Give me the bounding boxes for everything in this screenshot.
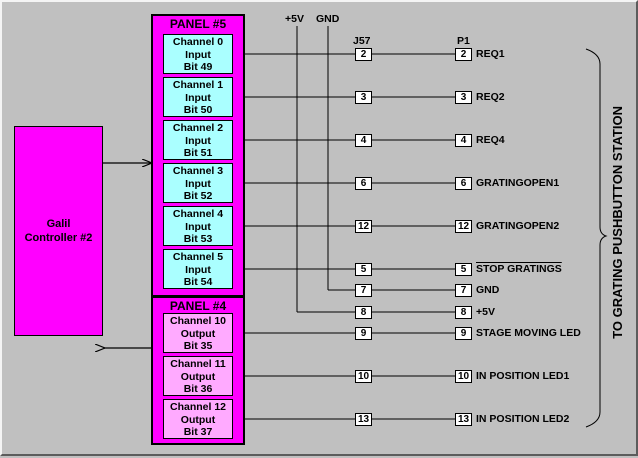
channel-direction: Input	[185, 177, 211, 190]
channel-box: Channel 12 Output Bit 37	[163, 399, 233, 439]
signal-label: REQ2	[476, 91, 505, 103]
signal-label: STOP GRATINGS	[476, 263, 562, 275]
j57-pin: 9	[355, 327, 372, 340]
channel-name: Channel 0	[172, 36, 224, 48]
j57-pin: 5	[355, 263, 372, 276]
channel-name: Channel 10	[169, 315, 227, 327]
p1-pin: 5	[455, 263, 472, 276]
channel-box: Channel 4 Input Bit 53	[163, 206, 233, 246]
channel-direction: Output	[180, 327, 216, 340]
p1-pin: 8	[455, 306, 472, 319]
channel-direction: Input	[185, 220, 211, 233]
j57-pin: 2	[355, 48, 372, 61]
p1-pin: 6	[455, 177, 472, 190]
station-brace	[585, 48, 608, 428]
channel-bit: Bit 35	[183, 340, 213, 352]
panel-4-title: PANEL #4	[169, 299, 227, 313]
j57-pin: 8	[355, 306, 372, 319]
channel-bit: Bit 50	[183, 104, 213, 116]
channel-box: Channel 2 Input Bit 51	[163, 120, 233, 160]
j57-pin: 10	[355, 370, 372, 383]
channel-bit: Bit 51	[183, 147, 213, 159]
j57-pin: 3	[355, 91, 372, 104]
channel-direction: Input	[185, 48, 211, 61]
signal-label: GRATINGOPEN2	[476, 220, 560, 232]
channel-direction: Output	[180, 370, 216, 383]
channel-direction: Input	[185, 134, 211, 147]
channel-box: Channel 11 Output Bit 36	[163, 356, 233, 396]
signal-label: +5V	[476, 306, 495, 318]
p1-pin: 4	[455, 134, 472, 147]
channel-name: Channel 4	[172, 208, 224, 220]
channel-direction: Input	[185, 91, 211, 104]
channel-box: Channel 5 Input Bit 54	[163, 249, 233, 289]
galil-controller: Galil Controller #2	[14, 126, 103, 336]
plus5v-header: +5V	[285, 13, 304, 25]
j57-pin: 6	[355, 177, 372, 190]
p1-header: P1	[457, 35, 470, 47]
signal-label: GND	[476, 284, 500, 296]
channel-bit: Bit 37	[183, 426, 213, 438]
channel-bit: Bit 52	[183, 190, 213, 202]
signal-label: REQ1	[476, 48, 505, 60]
p1-pin: 2	[455, 48, 472, 61]
channel-direction: Output	[180, 413, 216, 426]
channel-bit: Bit 53	[183, 233, 213, 245]
j57-header: J57	[353, 35, 371, 47]
p1-pin: 3	[455, 91, 472, 104]
channel-name: Channel 12	[169, 401, 227, 413]
channel-name: Channel 1	[172, 79, 224, 91]
p1-pin: 13	[455, 413, 472, 426]
controller-line1: Galil	[46, 218, 71, 230]
channel-box: Channel 1 Input Bit 50	[163, 77, 233, 117]
p1-pin: 9	[455, 327, 472, 340]
j57-pin: 4	[355, 134, 372, 147]
station-label-container: TO GRATING PUSHBUTTON STATION	[605, 57, 629, 387]
p1-pin: 7	[455, 284, 472, 297]
channel-box: Channel 3 Input Bit 52	[163, 163, 233, 203]
station-label: TO GRATING PUSHBUTTON STATION	[609, 105, 625, 339]
p1-pin: 10	[455, 370, 472, 383]
channel-name: Channel 5	[172, 251, 224, 263]
channel-name: Channel 2	[172, 122, 224, 134]
signal-label: IN POSITION LED2	[476, 413, 570, 425]
j57-pin: 7	[355, 284, 372, 297]
j57-pin: 13	[355, 413, 372, 426]
signal-label: REQ4	[476, 134, 505, 146]
channel-name: Channel 3	[172, 165, 224, 177]
channel-box: Channel 10 Output Bit 35	[163, 313, 233, 353]
channel-bit: Bit 36	[183, 383, 213, 395]
j57-pin: 12	[355, 220, 372, 233]
signal-label: GRATINGOPEN1	[476, 177, 560, 189]
channel-box: Channel 0 Input Bit 49	[163, 34, 233, 74]
signal-label: IN POSITION LED1	[476, 370, 570, 382]
channel-name: Channel 11	[170, 358, 226, 370]
channel-bit: Bit 54	[183, 276, 213, 288]
channel-bit: Bit 49	[183, 61, 213, 73]
p1-pin: 12	[455, 220, 472, 233]
gnd-header: GND	[316, 13, 340, 25]
panel-5-title: PANEL #5	[169, 17, 227, 31]
signal-label: STAGE MOVING LED	[476, 327, 581, 339]
channel-direction: Input	[185, 263, 211, 276]
controller-line2: Controller #2	[24, 232, 93, 244]
j57-p1-wires	[372, 53, 455, 420]
